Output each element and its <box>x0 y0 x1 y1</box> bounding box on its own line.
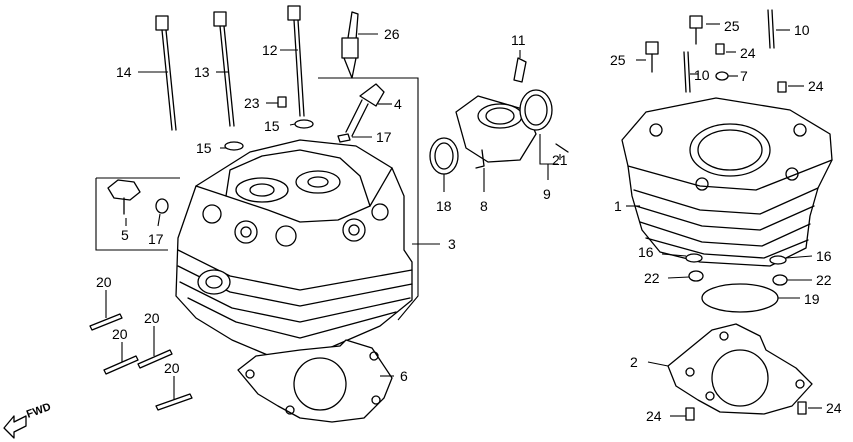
callout-4: 4 <box>394 96 402 112</box>
callout-20-d: 20 <box>164 360 180 376</box>
callout-1: 1 <box>614 198 622 214</box>
callout-24-a: 24 <box>740 45 756 61</box>
cylinder-fasteners <box>636 9 804 93</box>
callout-17-left: 17 <box>148 231 164 247</box>
callout-5: 5 <box>121 227 129 243</box>
callout-19: 19 <box>804 291 820 307</box>
spark-plug <box>341 11 378 79</box>
cylinder-head <box>95 77 440 357</box>
callout-9: 9 <box>543 186 551 202</box>
callout-20-b: 20 <box>112 326 128 342</box>
callout-2: 2 <box>630 354 638 370</box>
callout-21: 21 <box>552 152 568 168</box>
callout-18: 18 <box>436 198 452 214</box>
fwd-label: FWD <box>25 401 53 421</box>
callout-labels: 1 2 3 4 5 6 7 8 9 10 10 11 12 13 14 15 1… <box>96 18 842 424</box>
head-gasket <box>237 339 394 423</box>
cylinder-block <box>621 97 833 267</box>
callout-26: 26 <box>384 26 400 42</box>
callout-15-left: 15 <box>196 140 212 156</box>
fwd-arrow-icon <box>3 415 27 439</box>
callout-12: 12 <box>262 42 278 58</box>
callout-17-top: 17 <box>376 129 392 145</box>
cylinder-seals <box>661 253 813 313</box>
callout-13: 13 <box>194 64 210 80</box>
callout-20-a: 20 <box>96 274 112 290</box>
callout-15-right: 15 <box>264 118 280 134</box>
callout-16-left: 16 <box>638 244 654 260</box>
callout-22-left: 22 <box>644 270 660 286</box>
callout-7: 7 <box>740 68 748 84</box>
callout-11: 11 <box>511 32 526 48</box>
callout-25-a: 25 <box>724 18 740 34</box>
callout-8: 8 <box>480 198 488 214</box>
callout-24-c: 24 <box>646 408 662 424</box>
callout-24-b: 24 <box>808 78 824 94</box>
head-bolts <box>138 5 314 151</box>
callout-23: 23 <box>244 95 260 111</box>
callout-14: 14 <box>116 64 132 80</box>
callout-10-mid: 10 <box>694 67 710 83</box>
callout-22-right: 22 <box>816 272 832 288</box>
base-gasket <box>647 323 822 421</box>
tappet-cover <box>337 83 392 143</box>
oil-fitting <box>107 179 169 227</box>
callout-10-top: 10 <box>794 22 810 38</box>
callout-24-d: 24 <box>826 400 842 416</box>
intake-manifold <box>429 50 569 192</box>
callout-6: 6 <box>400 368 408 384</box>
callout-3: 3 <box>448 236 456 252</box>
callout-16-right: 16 <box>816 248 832 264</box>
studs <box>89 290 193 411</box>
callout-20-c: 20 <box>144 310 160 326</box>
callout-25-b: 25 <box>610 52 626 68</box>
